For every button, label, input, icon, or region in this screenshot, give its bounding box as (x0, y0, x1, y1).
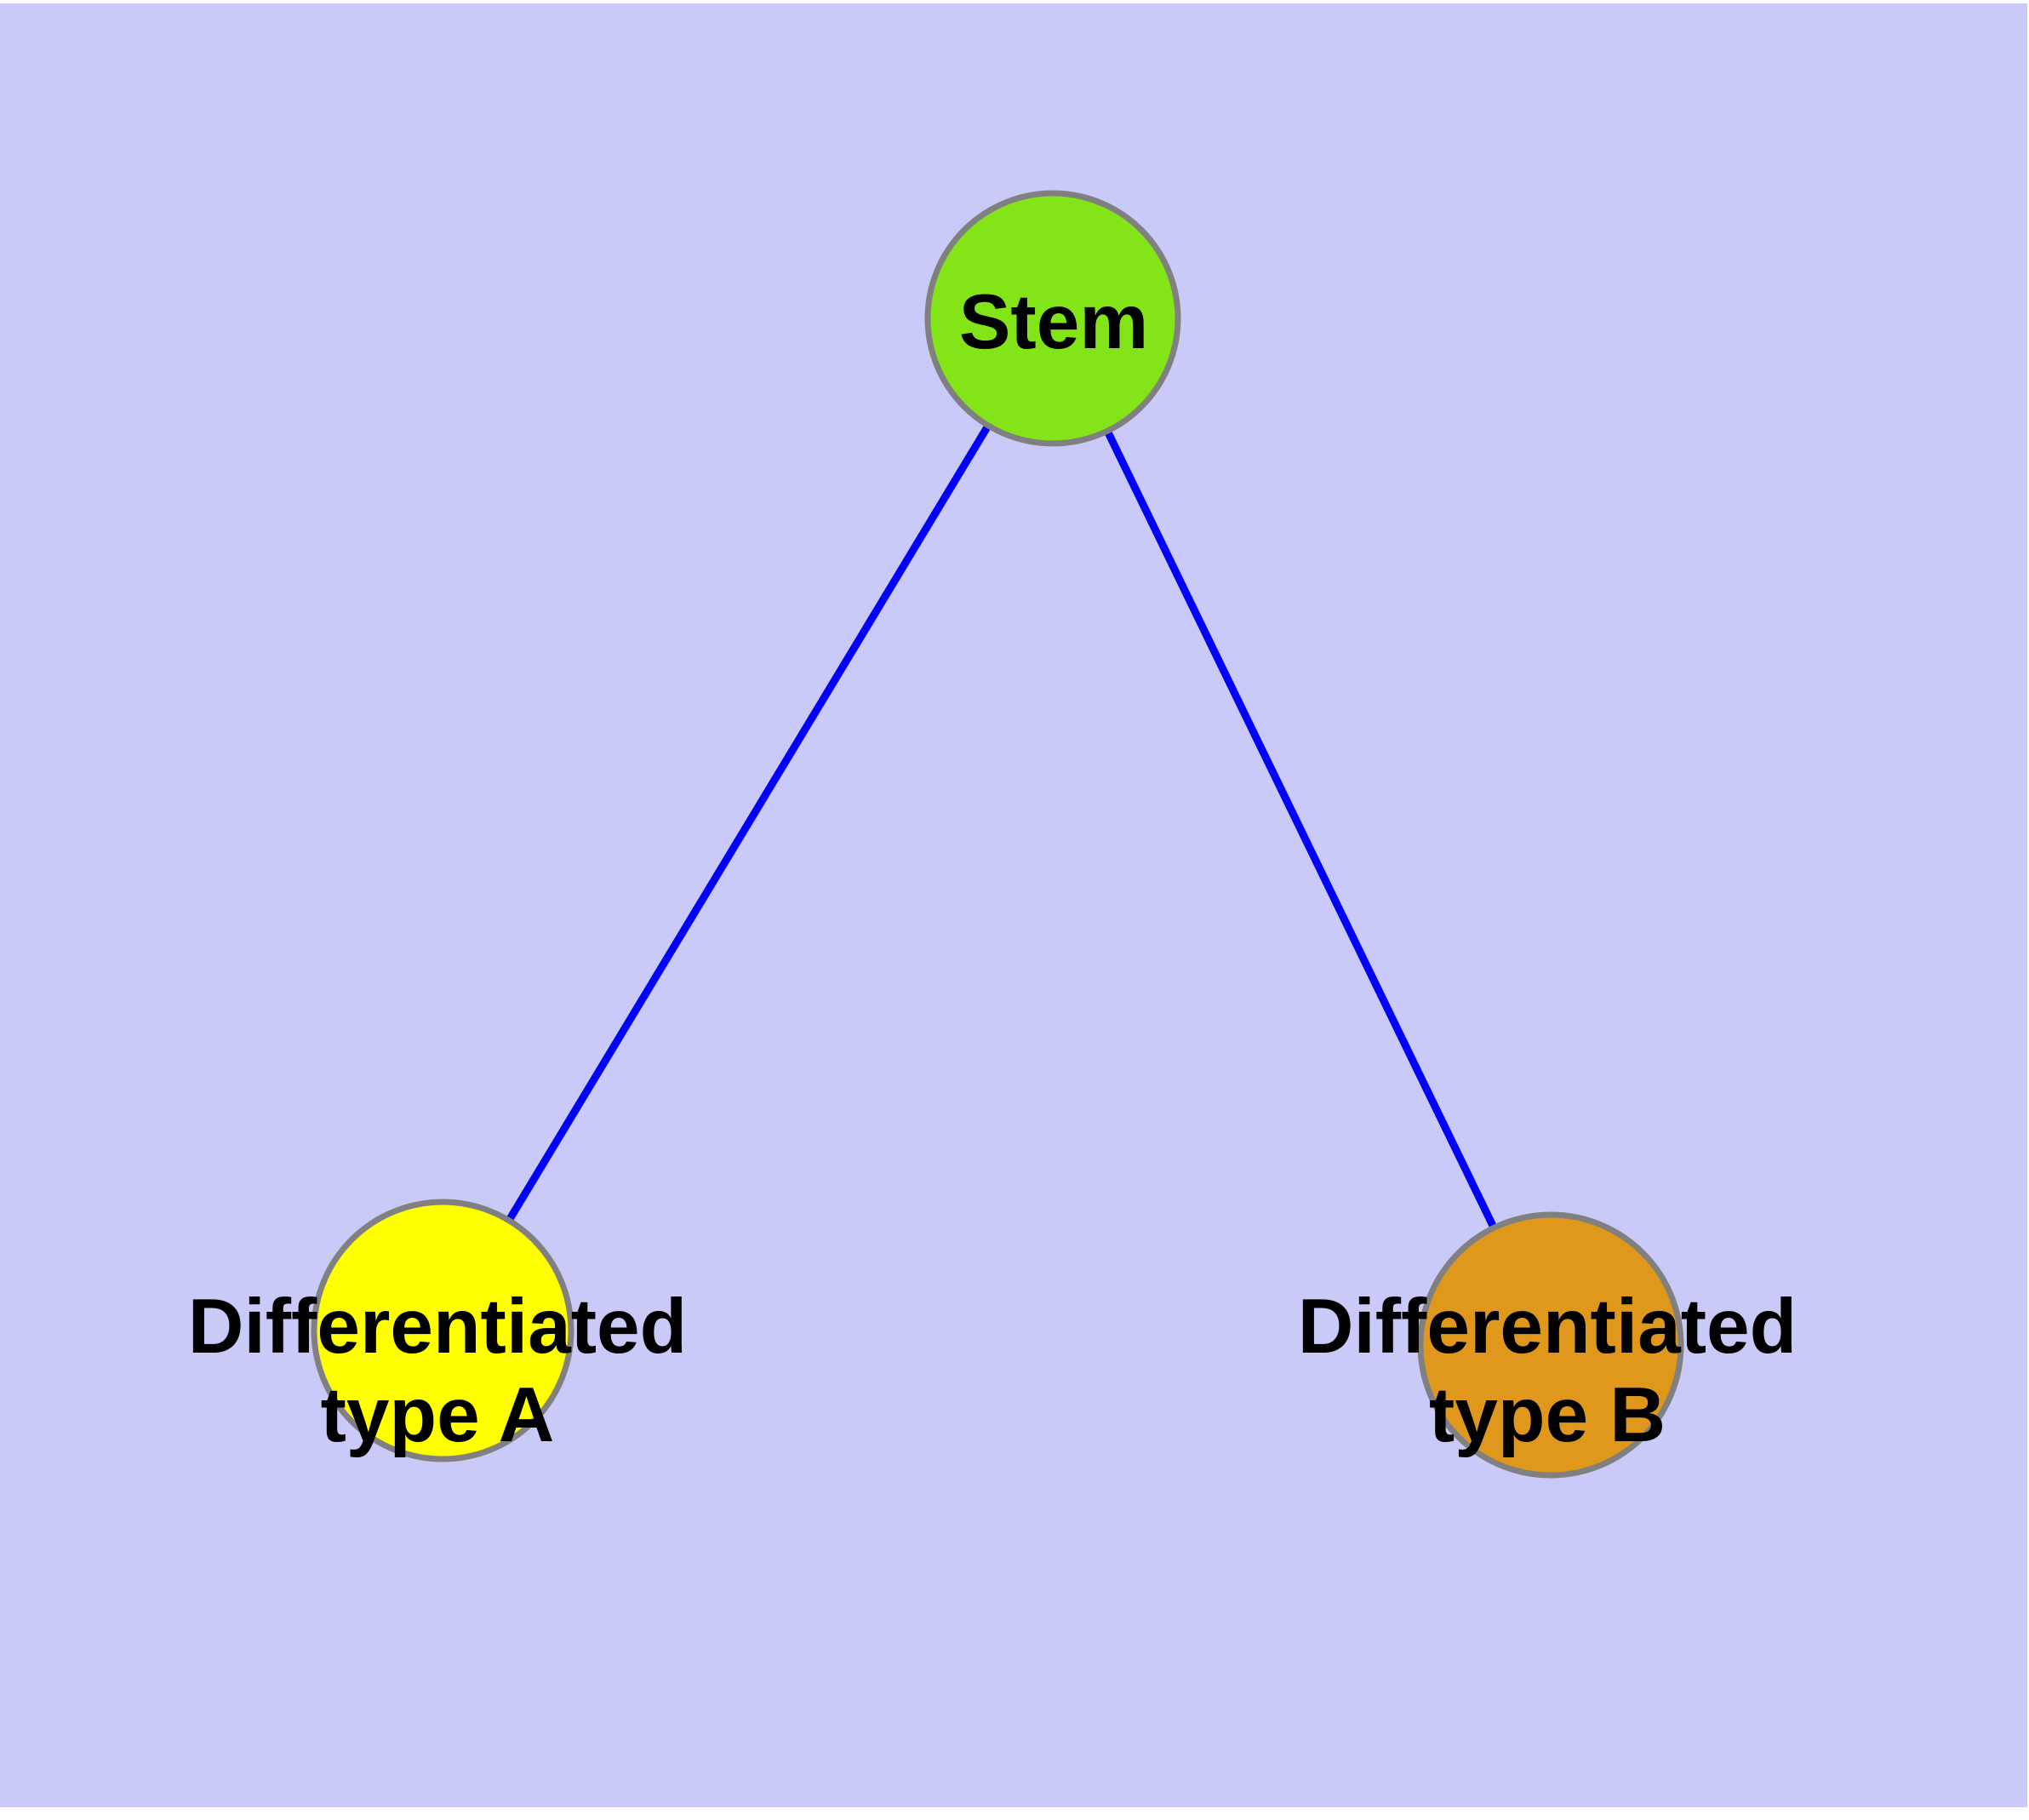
differentiated-type-b-label-line2: type B (1429, 1372, 1666, 1458)
stem-node (924, 190, 1181, 447)
differentiated-type-b-label-line1: Differentiated (1298, 1284, 1798, 1370)
differentiated-type-a-label-line2: type A (321, 1372, 555, 1458)
edge-stem-to-type-a (439, 316, 1056, 1333)
differentiated-type-a-label-line1: Differentiated (188, 1284, 688, 1370)
stem-node-label: Stem (959, 279, 1149, 365)
differentiated-type-b-node (1417, 1211, 1684, 1479)
differentiated-type-a-node (311, 1199, 574, 1462)
edge-stem-to-type-b (1049, 317, 1555, 1347)
